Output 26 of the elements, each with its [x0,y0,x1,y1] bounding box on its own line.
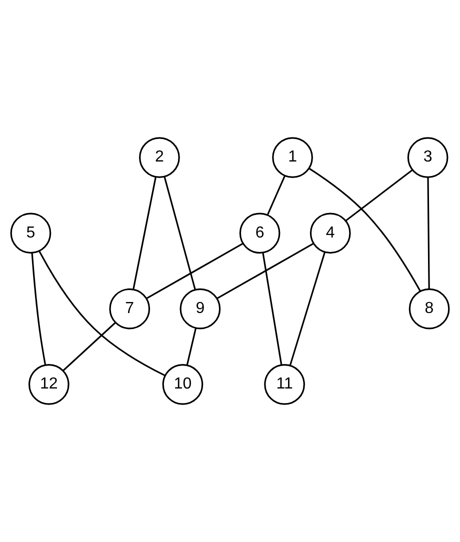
connector [132,176,157,290]
connector [266,175,286,216]
connector [427,177,430,290]
node-circle: 11 [264,364,305,405]
connector [164,176,196,290]
connector [62,322,116,372]
connector [146,242,244,300]
node-circle: 1 [272,137,313,178]
node-circle: 4 [310,212,351,254]
node-circle: 2 [139,137,180,178]
connector [262,252,282,366]
connector [31,252,46,366]
node-circle: 7 [109,288,150,330]
node-circle: 8 [408,288,450,330]
node-circle: 3 [407,137,448,178]
connector [216,242,314,300]
connector [186,328,197,366]
node-circle: 12 [28,364,70,405]
connector [289,252,326,366]
connector [308,168,421,292]
node-circle: 10 [162,364,204,405]
node-circle: 5 [10,212,52,254]
node-circle: 6 [239,212,280,254]
node-circle: 9 [180,288,221,330]
connector [38,250,166,376]
connector [345,169,413,222]
